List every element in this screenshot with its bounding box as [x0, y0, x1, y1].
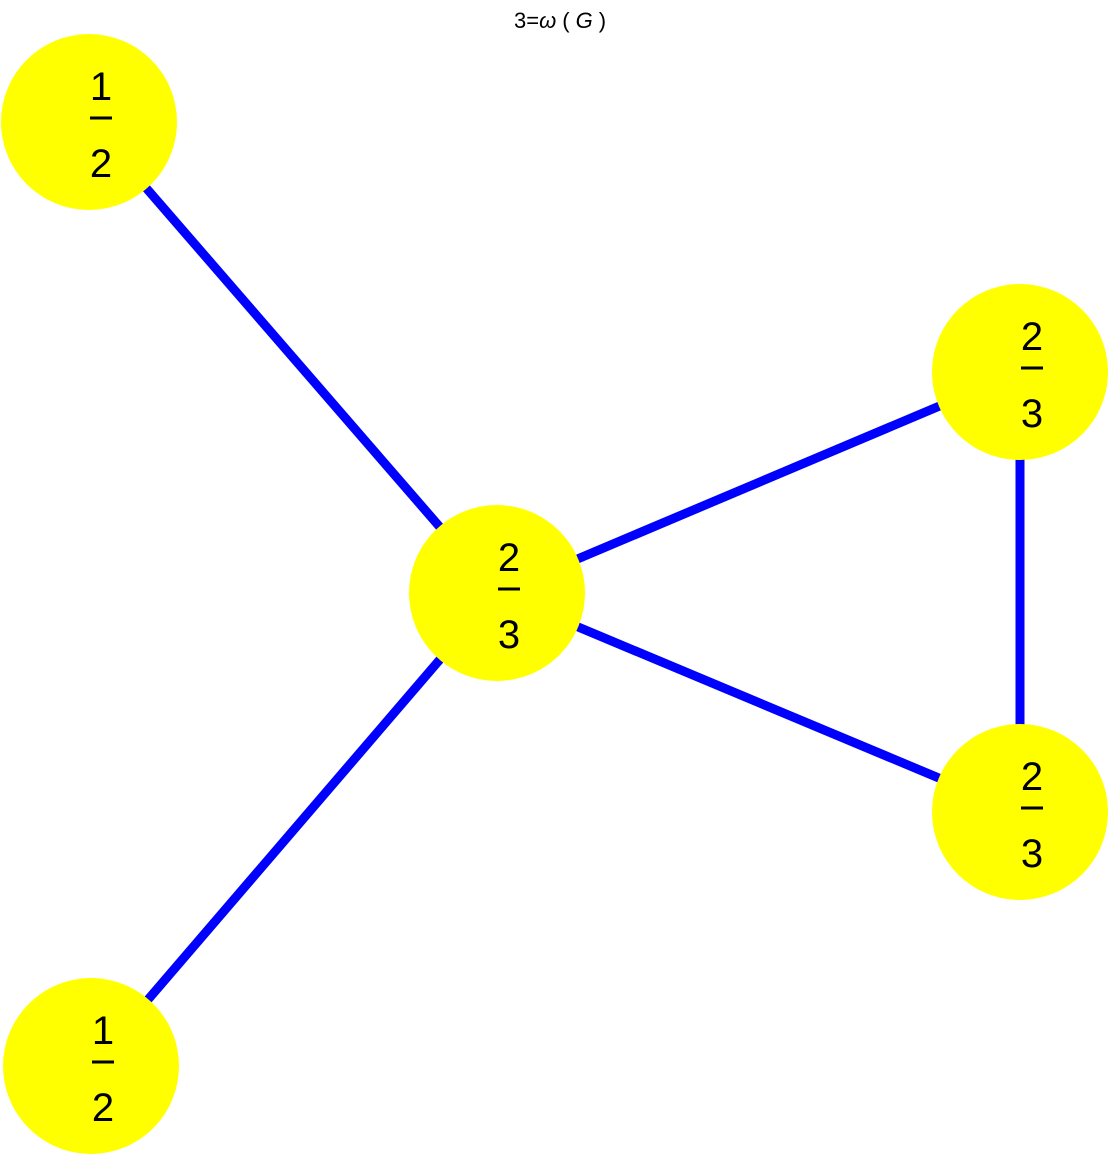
title-eq: = [526, 8, 539, 33]
edge-top-left-center [85, 119, 501, 596]
node-circle [932, 284, 1108, 460]
node-denominator: 2 [92, 1086, 114, 1130]
edge-center-right-upper [495, 367, 1022, 598]
graph-title: 3=ω(G) [514, 8, 606, 33]
title-graph-symbol: G [576, 8, 593, 33]
node-circle [1, 34, 177, 210]
node-center: 23 [409, 505, 585, 681]
node-circle [3, 978, 179, 1154]
node-right-lower: 23 [932, 724, 1108, 900]
node-circle [409, 505, 585, 681]
node-denominator: 3 [1021, 392, 1043, 436]
edge-bottom-left-center [87, 590, 501, 1069]
title-lhs: 3 [514, 8, 526, 33]
edge-center-right-lower [495, 588, 1022, 817]
node-circle [932, 724, 1108, 900]
title-open-paren: ( [562, 8, 570, 33]
title-omega: ω [539, 8, 556, 33]
node-numerator: 1 [90, 65, 112, 109]
node-denominator: 2 [90, 142, 112, 186]
node-bottom-left: 12 [3, 978, 179, 1154]
node-denominator: 3 [498, 613, 520, 657]
node-top-left: 12 [1, 34, 177, 210]
node-numerator: 2 [498, 536, 520, 580]
node-numerator: 2 [1021, 755, 1043, 799]
node-denominator: 3 [1021, 832, 1043, 876]
title-close-paren: ) [599, 8, 606, 33]
node-numerator: 2 [1021, 315, 1043, 359]
edges-layer [85, 119, 1025, 1069]
node-numerator: 1 [92, 1009, 114, 1053]
node-right-upper: 23 [932, 284, 1108, 460]
